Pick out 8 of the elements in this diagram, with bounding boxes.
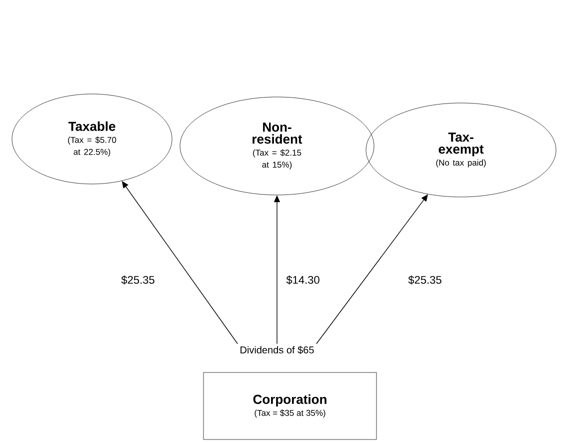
- corporation-box: Corporation (Tax = $35 at 35%): [203, 372, 377, 440]
- edge-label: $14.30: [286, 276, 320, 284]
- ellipse-node: Non-resident (Tax = $2.15 at 15%): [180, 96, 374, 196]
- node-text: Dividends of $65: [240, 346, 314, 354]
- edge-label: $25.35: [121, 276, 154, 284]
- ellipse-node: Taxable (Tax = $5.70 at 22.5%): [12, 94, 172, 184]
- edge-label: $25.35: [408, 276, 442, 284]
- ellipse-node: Tax-exempt (No tax paid): [366, 102, 556, 198]
